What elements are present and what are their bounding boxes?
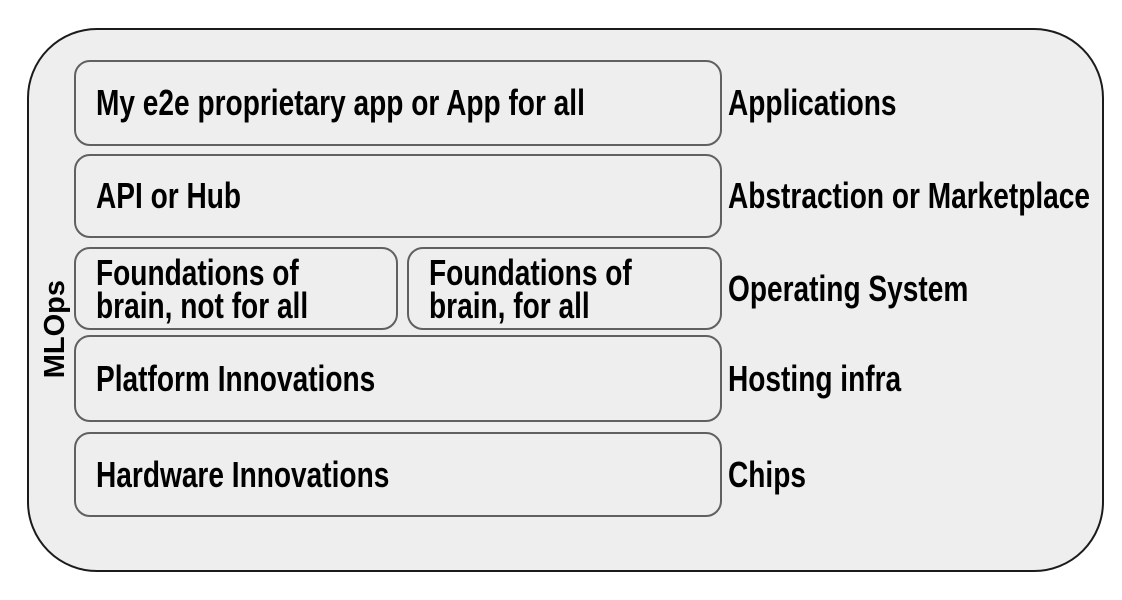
- row-label-hosting-infra: Hosting infra: [728, 359, 950, 399]
- box-hardware-innovations-text: Hardware Innovations: [96, 453, 390, 495]
- row-label-applications-text: Applications: [728, 82, 897, 124]
- row-label-chips-text: Chips: [728, 453, 807, 495]
- box-my-e2e-app-text: My e2e proprietary app or App for all: [96, 82, 585, 124]
- mlops-vertical-label: MLOps: [37, 274, 73, 384]
- box-api-or-hub: API or Hub: [74, 154, 722, 238]
- mlops-vertical-label-text: MLOps: [38, 279, 71, 379]
- box-foundations-not-for-all-text: Foundations of brain, not for all: [96, 251, 309, 326]
- mlops-stack-container: MLOps My e2e proprietary app or App for …: [27, 28, 1104, 572]
- row-label-abstraction-text: Abstraction or Marketplace: [728, 175, 1091, 217]
- box-foundations-for-all-text: Foundations of brain, for all: [429, 251, 632, 326]
- stack-row-operating-system: Foundations of brain, not for all Founda…: [74, 247, 1084, 330]
- stack-row-chips: Hardware Innovations Chips: [74, 432, 1084, 517]
- box-platform-innovations: Platform Innovations: [74, 335, 722, 422]
- stack-row-applications: My e2e proprietary app or App for all Ap…: [74, 60, 1084, 146]
- row-label-hosting-infra-text: Hosting infra: [728, 357, 902, 399]
- row-label-abstraction: Abstraction or Marketplace: [728, 176, 1122, 216]
- stack-row-hosting-infra: Platform Innovations Hosting infra: [74, 335, 1084, 422]
- row-label-operating-system-text: Operating System: [728, 267, 969, 309]
- row-label-operating-system: Operating System: [728, 269, 1036, 309]
- row-label-chips: Chips: [728, 455, 828, 495]
- box-my-e2e-app: My e2e proprietary app or App for all: [74, 60, 722, 146]
- stack-row-abstraction: API or Hub Abstraction or Marketplace: [74, 154, 1090, 238]
- box-api-or-hub-text: API or Hub: [96, 175, 242, 217]
- row-label-applications: Applications: [728, 83, 944, 123]
- box-foundations-for-all: Foundations of brain, for all: [407, 247, 722, 330]
- box-hardware-innovations: Hardware Innovations: [74, 432, 722, 517]
- box-foundations-not-for-all: Foundations of brain, not for all: [74, 247, 398, 330]
- box-platform-innovations-text: Platform Innovations: [96, 357, 376, 399]
